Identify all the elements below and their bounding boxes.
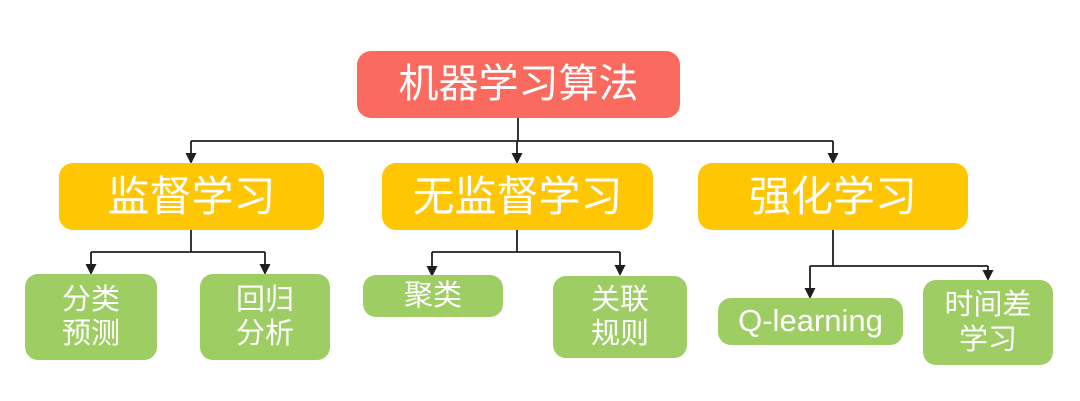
- node-unsupervised-learning: 无监督学习: [382, 163, 653, 230]
- node-label: 无监督学习: [412, 172, 623, 220]
- node-label: 监督学习: [107, 172, 276, 220]
- node-label: 时间差 学习: [944, 289, 1032, 356]
- node-label: 关联 规则: [590, 283, 649, 350]
- node-regression-analysis: 回归 分析: [200, 274, 330, 360]
- node-reinforcement-learning: 强化学习: [698, 163, 968, 230]
- node-clustering: 聚类: [363, 275, 503, 317]
- node-label: 分类 预测: [61, 283, 120, 350]
- node-label: 强化学习: [748, 172, 917, 220]
- node-label: 机器学习算法: [398, 61, 639, 106]
- node-machine-learning-algorithms: 机器学习算法: [357, 51, 680, 118]
- node-supervised-learning: 监督学习: [59, 163, 324, 230]
- node-label: Q-learning: [738, 303, 883, 339]
- node-classification-prediction: 分类 预测: [25, 274, 157, 360]
- node-association-rules: 关联 规则: [553, 276, 687, 358]
- node-label: 回归 分析: [235, 283, 294, 350]
- node-label: 聚类: [403, 279, 462, 312]
- node-q-learning: Q-learning: [718, 298, 903, 345]
- node-temporal-difference-learning: 时间差 学习: [923, 280, 1053, 365]
